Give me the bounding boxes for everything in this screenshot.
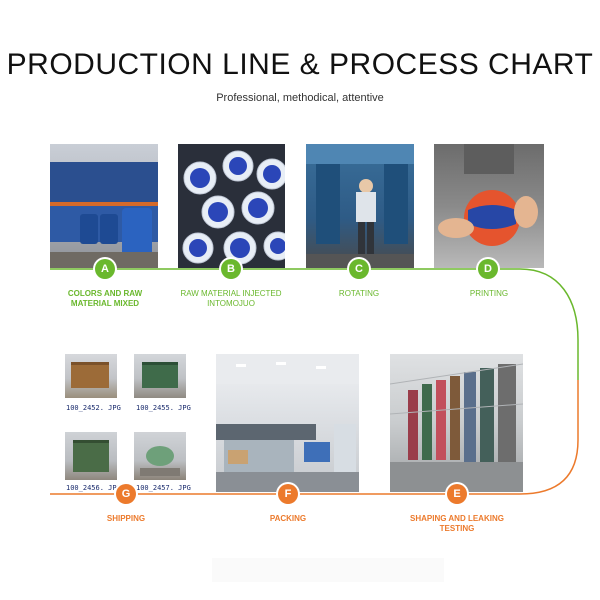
step-badge-a: A: [95, 259, 115, 279]
step-badge-c: C: [349, 259, 369, 279]
photo-raw-material-warehouse: [50, 144, 158, 268]
step-label-c: ROTATING: [338, 289, 380, 298]
faint-footer-band: [212, 558, 444, 582]
step-badge-d: D: [478, 259, 498, 279]
thumb-container-3: [65, 432, 117, 480]
step-label-f: PACKING: [269, 514, 307, 523]
step-label-e: SHAPING AND LEAKING TESTING: [410, 514, 504, 533]
step-badge-f: F: [278, 484, 298, 504]
photo-raw-material-injected: [178, 144, 285, 268]
photo-packing-line: [216, 354, 359, 492]
thumb-container-1: [65, 354, 117, 398]
step-badge-g: G: [116, 484, 136, 504]
thumb-container-2: [134, 354, 186, 398]
step-badge-b: B: [221, 259, 241, 279]
thumb-caption-4: 100_2457. JPG: [136, 484, 191, 492]
thumb-caption-1: 100_2452. JPG: [66, 404, 121, 412]
step-badge-e: E: [447, 484, 467, 504]
step-label-g: SHIPPING: [106, 514, 146, 523]
step-label-a: COLORS AND RAW MATERIAL MIXED: [67, 289, 143, 308]
photo-printing: [434, 144, 544, 268]
page-subtitle: Professional, methodical, attentive: [216, 92, 384, 104]
orange-flow-line: [50, 380, 579, 495]
thumb-container-4: [134, 432, 186, 480]
thumb-caption-2: 100_2455. JPG: [136, 404, 191, 412]
thumb-caption-3: 100_2456. JPG: [66, 484, 121, 492]
photo-shaping-testing: [390, 354, 523, 492]
photo-rotating-machine: [306, 144, 414, 268]
step-label-d: PRINTING: [469, 289, 509, 298]
green-flow-line: [50, 268, 579, 380]
page-title: PRODUCTION LINE & PROCESS CHART: [6, 48, 594, 81]
step-label-b: RAW MATERIAL INJECTED INTOMOJUO: [180, 289, 282, 308]
